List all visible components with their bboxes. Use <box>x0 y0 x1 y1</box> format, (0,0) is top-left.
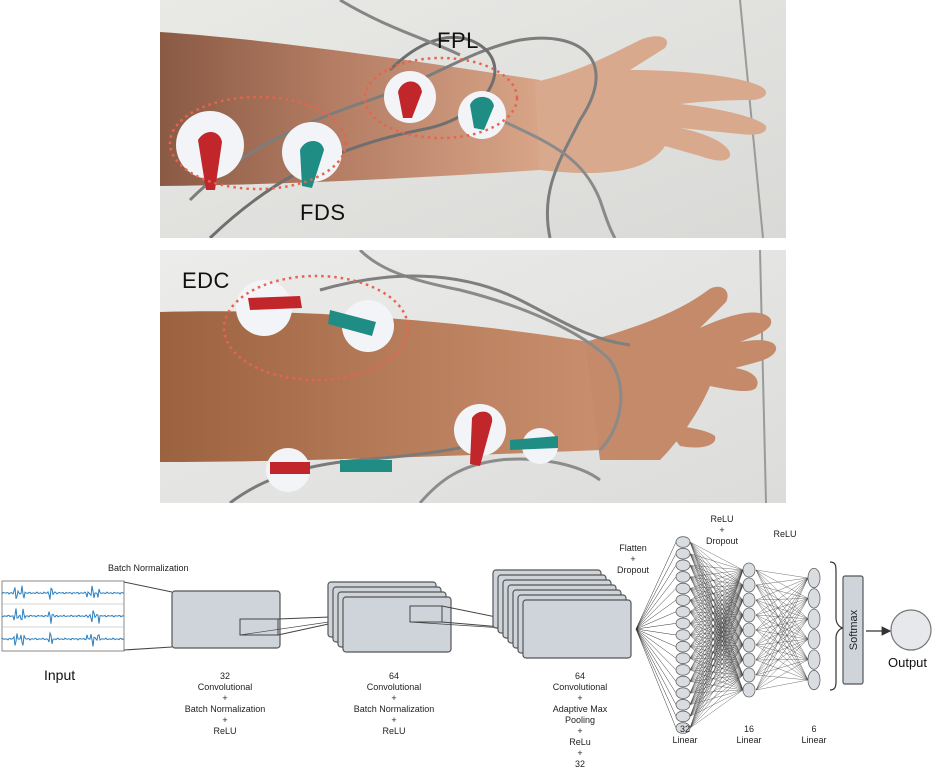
conv-block-2 <box>328 582 451 652</box>
neuron-layer2-5 <box>743 638 755 652</box>
neuron-layer1-15 <box>676 711 690 722</box>
neuron-layer1-14 <box>676 699 690 710</box>
neuron-layer1-10 <box>676 653 690 664</box>
output-node <box>891 610 931 650</box>
block1-caption: 32 Convolutional + Batch Normalization +… <box>171 671 279 737</box>
output-brace <box>830 562 844 690</box>
neuron-layer3-4 <box>808 650 820 669</box>
neuron-layer3-1 <box>808 589 820 608</box>
neuron-layer1-9 <box>676 641 690 652</box>
neuron-layer1-11 <box>676 665 690 676</box>
neuron-layer2-3 <box>743 608 755 622</box>
neuron-layer1-7 <box>676 618 690 629</box>
neuron-layer3-3 <box>808 630 820 649</box>
dense-connections <box>636 542 808 728</box>
neuron-layer3-2 <box>808 609 820 628</box>
neuron-layer1-13 <box>676 688 690 699</box>
flatten-caption: Flatten + Dropout <box>608 543 658 576</box>
neuron-layer1-1 <box>676 548 690 559</box>
forearm-photo-palm-up: FPL FDS <box>160 0 786 238</box>
neuron-layer2-6 <box>743 653 755 667</box>
input-label: Input <box>44 667 75 683</box>
neuron-layer2-8 <box>743 683 755 697</box>
output-label: Output <box>888 655 927 670</box>
neuron-layer1-6 <box>676 606 690 617</box>
neuron-layer2-4 <box>743 623 755 637</box>
neuron-layer2-1 <box>743 578 755 592</box>
forearm-photo-palm-down: EDC <box>160 250 786 503</box>
neuron-layer1-3 <box>676 572 690 583</box>
block3-caption: 64 Convolutional + Adaptive Max Pooling … <box>526 671 634 770</box>
fds-label: FDS <box>300 200 346 226</box>
linear2-caption: 16 Linear <box>726 724 772 746</box>
neuron-layer1-2 <box>676 560 690 571</box>
input-emg-signals <box>2 581 124 651</box>
neuron-layer2-7 <box>743 668 755 682</box>
block2-caption: 64 Convolutional + Batch Normalization +… <box>340 671 448 737</box>
neuron-layer3-5 <box>808 670 820 689</box>
batch-norm-label: Batch Normalization <box>108 563 189 574</box>
neuron-layer1-5 <box>676 595 690 606</box>
neuron-layer1-8 <box>676 630 690 641</box>
fpl-label: FPL <box>437 28 479 54</box>
neuron-layer2-0 <box>743 563 755 577</box>
neuron-layer3-0 <box>808 568 820 587</box>
relu-dropout-caption: ReLU + Dropout <box>697 514 747 547</box>
conv-block-3 <box>493 570 631 658</box>
edc-label: EDC <box>182 268 230 294</box>
neuron-layer2-2 <box>743 593 755 607</box>
neuron-layer1-0 <box>676 537 690 548</box>
linear3-caption: 6 Linear <box>791 724 837 746</box>
neuron-layer1-12 <box>676 676 690 687</box>
relu-caption: ReLU <box>760 529 810 540</box>
linear1-caption: 32 Linear <box>662 724 708 746</box>
softmax-label: Softmax <box>848 609 860 650</box>
neuron-layer1-4 <box>676 583 690 594</box>
